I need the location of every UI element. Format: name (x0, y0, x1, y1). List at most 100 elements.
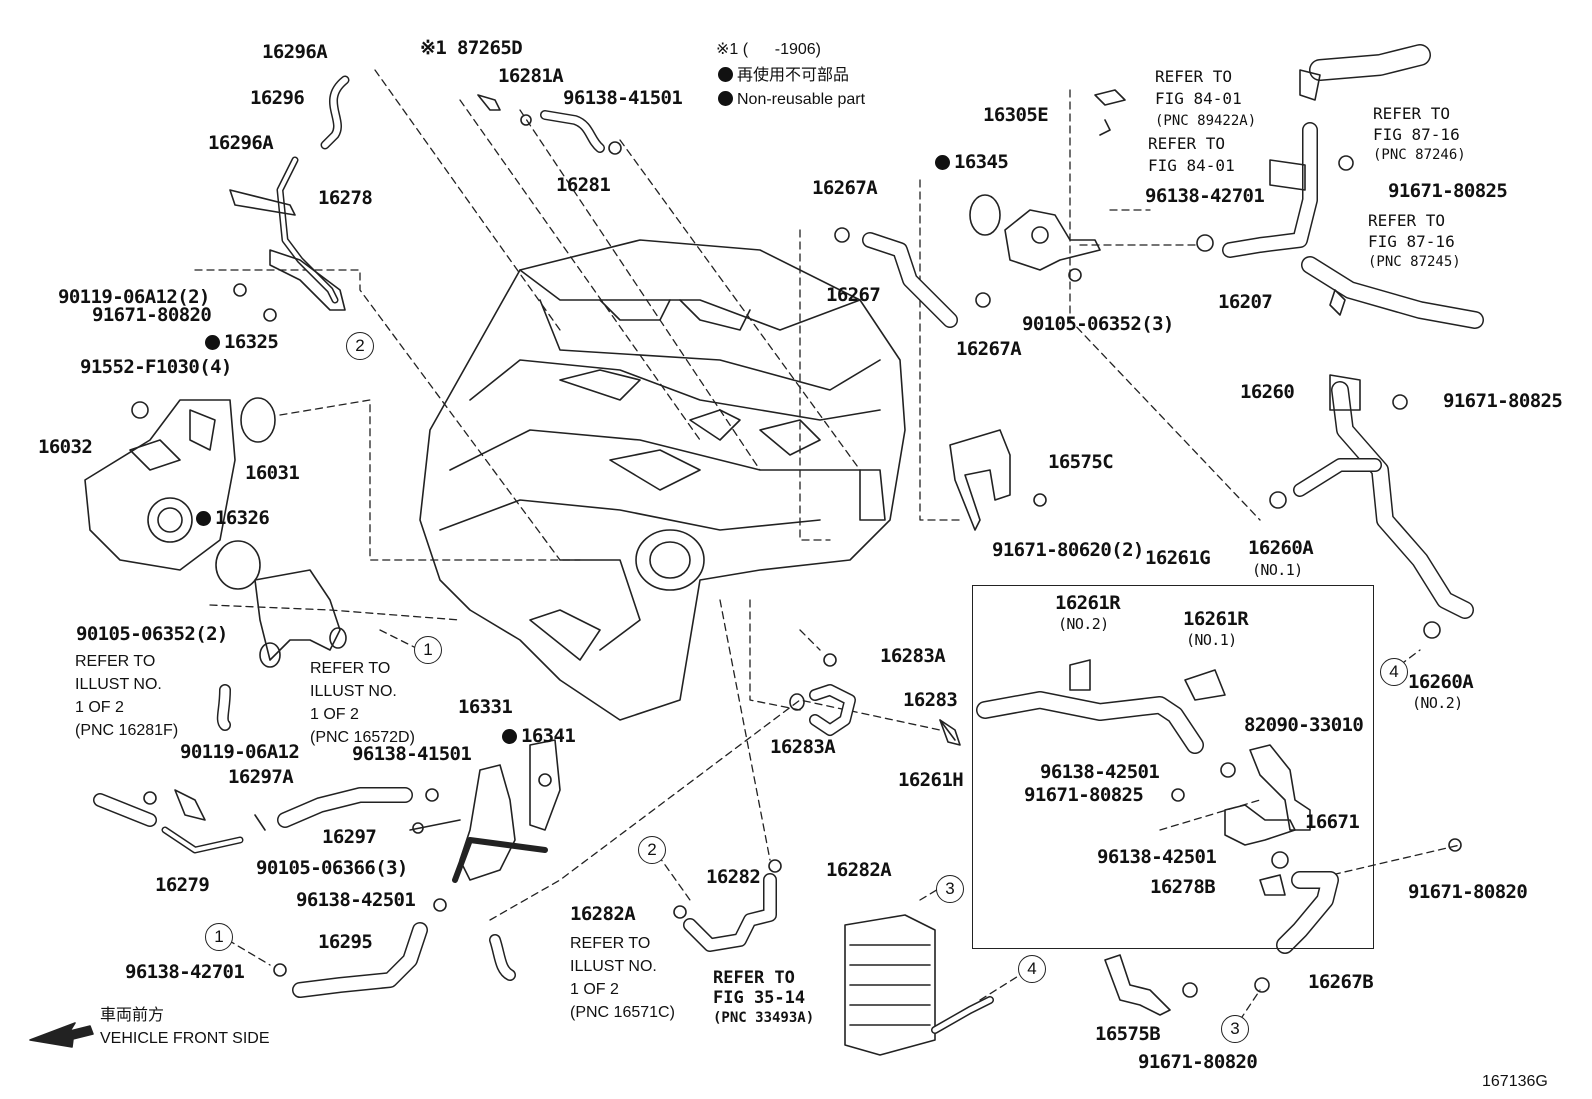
part-label: 16267A (812, 177, 878, 199)
hose-16279-icon (93, 684, 244, 854)
part-label: 91671-80620(2) (992, 539, 1144, 561)
part-label: 96138-42701 (1145, 185, 1265, 207)
vehicle-front-jp: 車両前方 (100, 1007, 165, 1024)
legend-jp: 再使用不可部品 (718, 64, 849, 88)
vehicle-front-en: VEHICLE FRONT SIDE (100, 1030, 270, 1047)
part-label-nonreusable: 16341 (502, 725, 576, 747)
part-label: 16281A (498, 65, 564, 87)
hose-16282-icon (673, 859, 782, 952)
part-label: 16671 (1305, 811, 1360, 833)
part-label: 90119-06A12(2) (58, 286, 210, 308)
part-label: 16278 (318, 187, 373, 209)
refer-line: FIG 84-01 (1148, 156, 1235, 175)
callout-circle: 4 (1380, 658, 1408, 686)
part-label: 90105-06366(3) (256, 857, 408, 879)
sensor-82090-icon (1171, 744, 1311, 831)
part-label: 91552-F1030(4) (80, 356, 232, 378)
part-label: 91671-80825 (1388, 180, 1508, 202)
part-label: 91671-80825 (1024, 784, 1144, 806)
gasket-16325-icon (215, 397, 276, 590)
connector-16261H-icon (939, 719, 961, 746)
refer-line: (PNC 87246) (1373, 147, 1466, 163)
part-label-nonreusable: 16325 (205, 331, 279, 353)
part-label: 16575C (1048, 451, 1114, 473)
refer-line: REFER TO (1373, 104, 1451, 123)
hose-16296-icon (320, 75, 350, 150)
refer-line: REFER TO (1155, 67, 1233, 86)
part-sub-label: (NO.1) (1252, 561, 1303, 579)
part-label: 16260 (1240, 381, 1295, 403)
refer-line: (PNC 89422A) (1155, 113, 1257, 129)
part-label: 96138-41501 (563, 87, 683, 109)
refer-line: REFER TO (570, 935, 651, 952)
part-label: 16261H (898, 769, 964, 791)
part-label: 96138-42501 (296, 889, 416, 911)
part-label: 96138-42701 (125, 961, 245, 983)
part-label: 16283A (880, 645, 946, 667)
part-label: 16575B (1095, 1023, 1161, 1045)
hose-16278B-icon (1254, 838, 1462, 993)
part-label: 90105-06352(2) (76, 623, 228, 645)
refer-line: (PNC 16572D) (310, 729, 415, 746)
hose-16295-icon (273, 898, 516, 998)
part-label: 91671-80825 (1443, 390, 1563, 412)
part-label: 16261R (1055, 592, 1121, 614)
part-label: 16278B (1150, 876, 1216, 898)
refer-line: 1 OF 2 (75, 699, 124, 716)
refer-note-fig87-a: REFER TO FIG 87-16 (PNC 87246) (1373, 103, 1466, 166)
part-label: 16260A (1248, 537, 1314, 559)
part-label: 16032 (38, 436, 93, 458)
part-label: 91671-80820 (92, 304, 212, 326)
part-label: 16282 (706, 866, 761, 888)
refer-line: 1 OF 2 (570, 981, 619, 998)
refer-line: (PNC 33493A) (713, 1010, 815, 1026)
dot-icon (196, 511, 211, 526)
legend-en-label: Non-reusable part (737, 91, 866, 108)
part-label: 16282A (826, 859, 892, 881)
part-label: 16283 (903, 689, 958, 711)
part-label: 96138-42501 (1040, 761, 1160, 783)
callout-circle: 2 (638, 836, 666, 864)
water-pump-16032-icon (84, 283, 277, 571)
refer-line: ILLUST NO. (75, 676, 162, 693)
hose-87246-icon (1299, 44, 1484, 329)
part-label: 16295 (318, 931, 373, 953)
part-number: 16325 (224, 331, 279, 353)
legend-jp-label: 再使用不可部品 (737, 67, 850, 84)
part-label: ※1 87265D (420, 37, 523, 59)
figure-code: 167136G (1482, 1073, 1548, 1090)
refer-line: REFER TO (713, 968, 795, 988)
part-label: 16305E (983, 104, 1049, 126)
pipe-16278-icon (229, 156, 346, 311)
part-label: 16297A (228, 766, 294, 788)
dot-icon (935, 155, 950, 170)
part-label: 16297 (322, 826, 377, 848)
part-sub-label: (NO.2) (1058, 615, 1109, 633)
refer-line: FIG 87-16 (1373, 125, 1460, 144)
legend-note: ※1 ( -1906) (716, 38, 821, 62)
part-number: 16341 (521, 725, 576, 747)
callout-circle: 3 (1221, 1015, 1249, 1043)
refer-line: FIG 87-16 (1368, 232, 1455, 251)
part-label: 82090-33010 (1244, 714, 1364, 736)
legend-note-suffix: -1906) (774, 41, 821, 58)
refer-line: (PNC 16571C) (570, 1004, 675, 1021)
hose-16283-icon (789, 653, 956, 741)
refer-line: (PNC 16281F) (75, 722, 179, 739)
part-label: 16331 (458, 696, 513, 718)
water-outlet-16305E-icon (969, 194, 1101, 282)
part-label: 16267 (826, 284, 881, 306)
refer-line: (PNC 87245) (1368, 254, 1461, 270)
water-outlet-16331-icon (409, 739, 561, 883)
hose-16297-icon (254, 787, 439, 831)
dot-icon (205, 335, 220, 350)
callout-circle: 3 (936, 875, 964, 903)
hose-16281-icon (477, 94, 622, 155)
refer-line: REFER TO (1368, 211, 1446, 230)
refer-line: ILLUST NO. (570, 958, 657, 975)
oil-cooler-icon (844, 914, 994, 1056)
